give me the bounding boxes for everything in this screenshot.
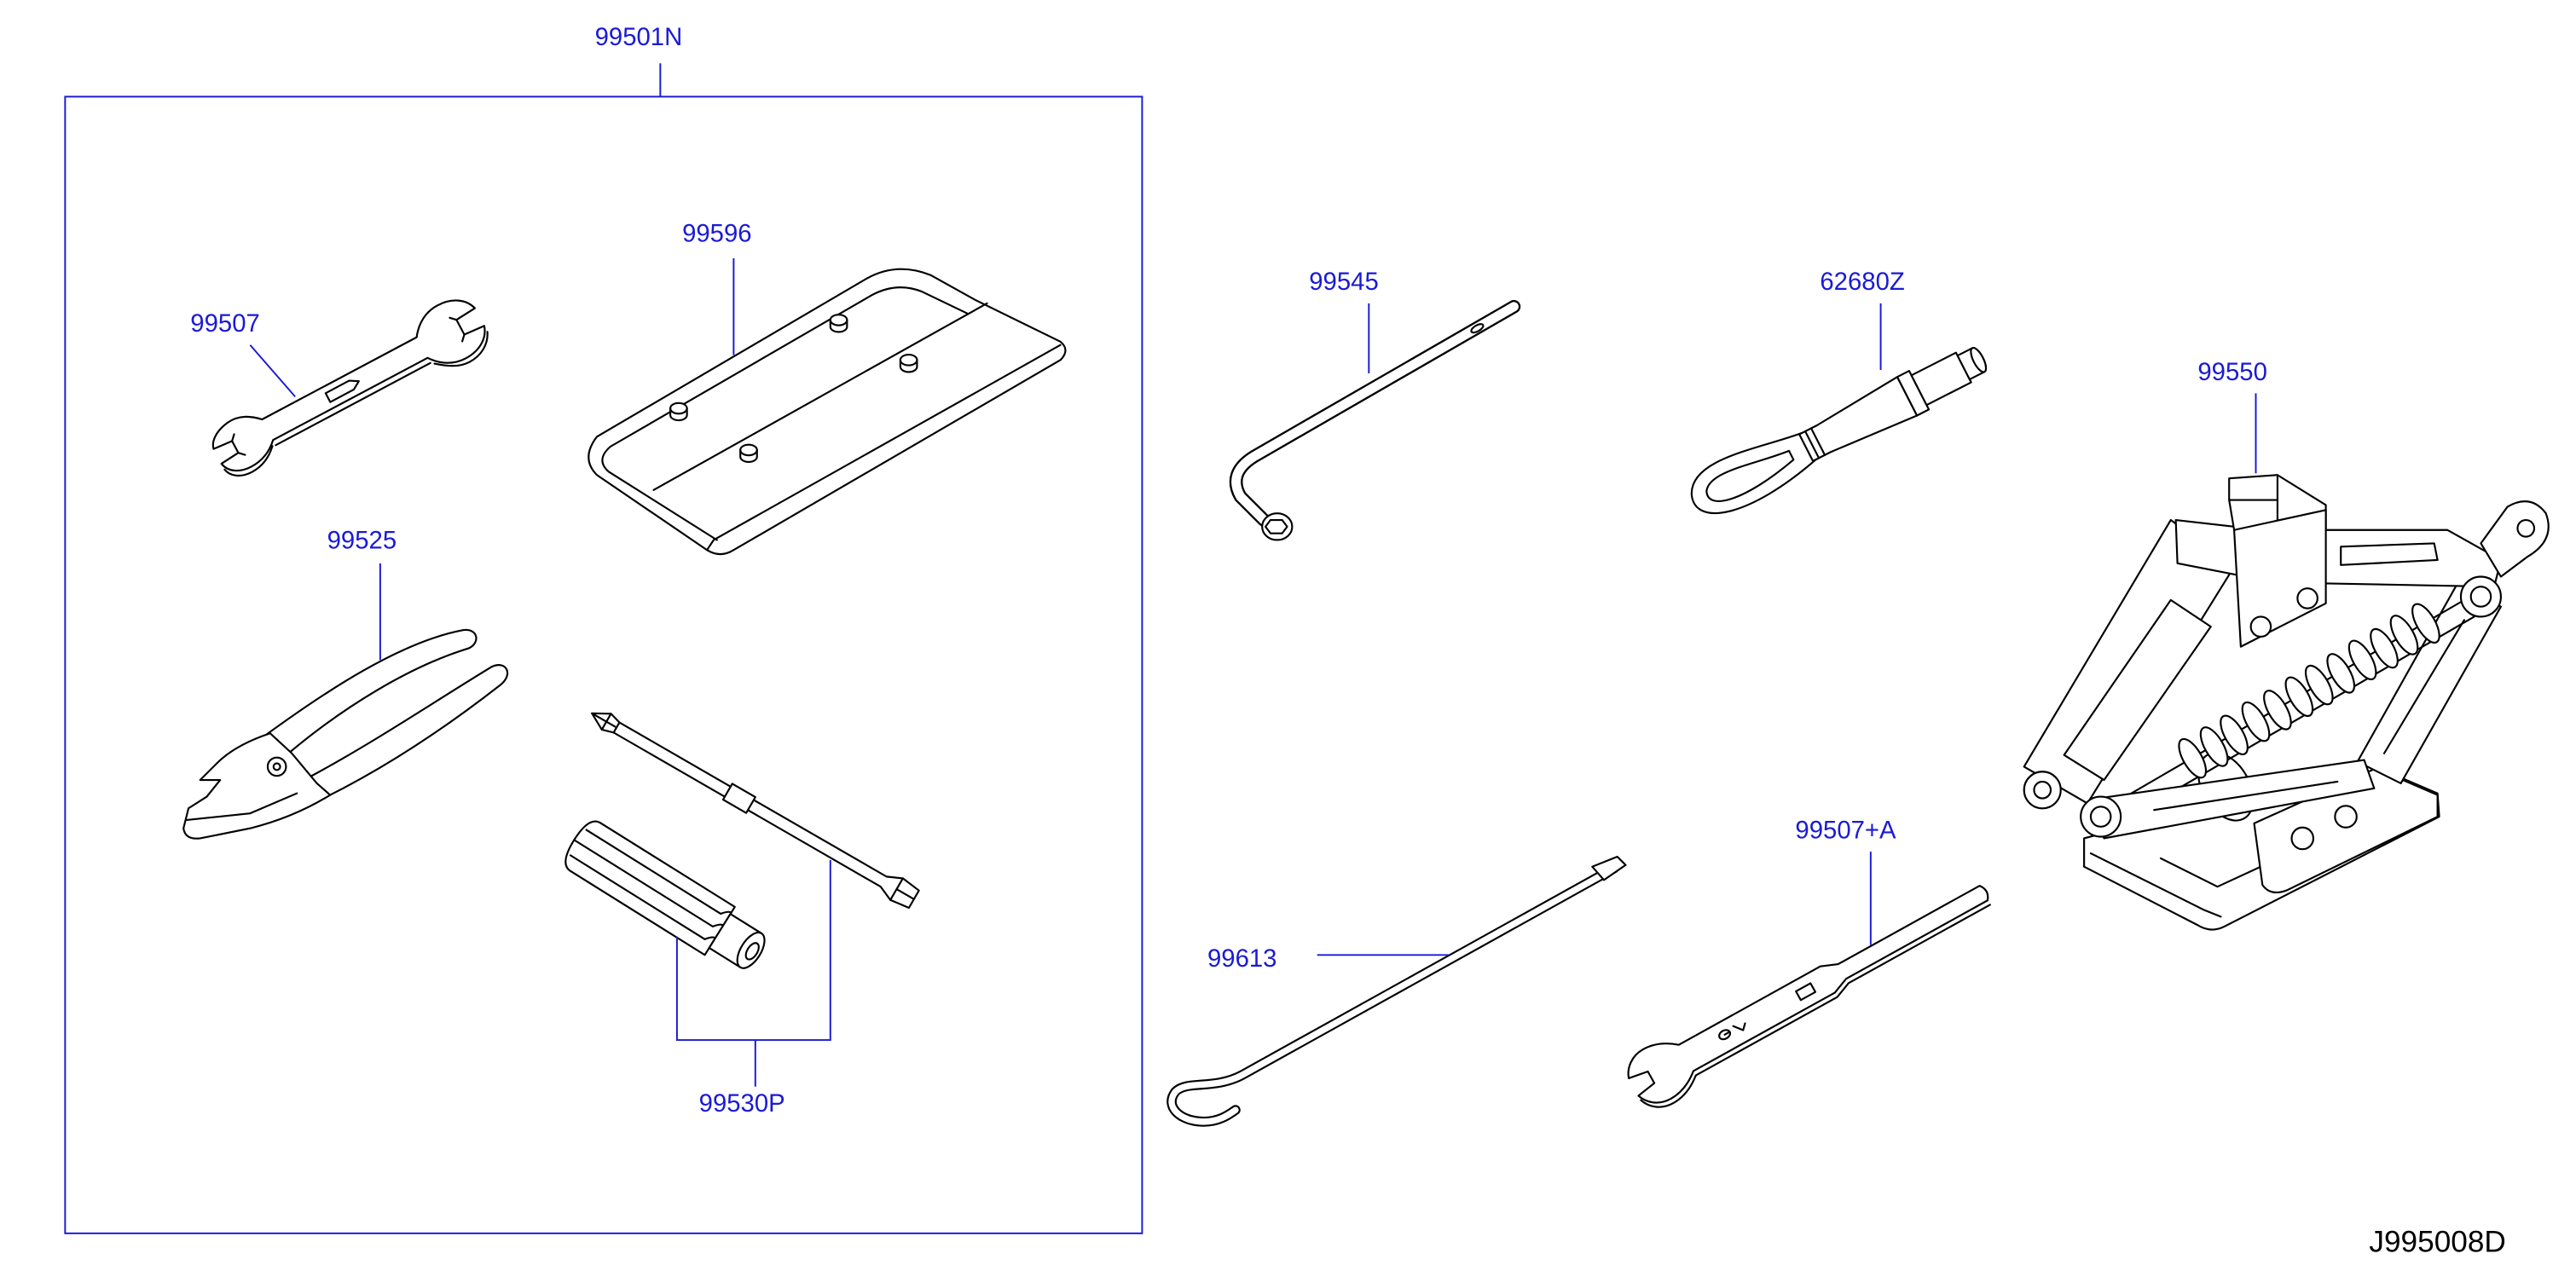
jack-handle-rod <box>1166 855 1627 1127</box>
wheel-nut-wrench <box>1229 299 1521 541</box>
callout-jack: 99550 <box>2197 358 2267 386</box>
combination-wrench-square-hole <box>1795 982 1817 1002</box>
combination-wrench-arrow-mark <box>1723 1022 1746 1036</box>
scissor-jack <box>2023 474 2550 931</box>
jack-foot-bracket <box>2253 767 2439 893</box>
callout-towing-hook: 62680Z <box>1820 268 1904 296</box>
jack-handle-rod-fill <box>1168 864 1618 1125</box>
wheel-wrench-socket-hex <box>1265 518 1288 534</box>
jack-left-arm-slot <box>2063 598 2212 782</box>
callout-screwdriver: 99530P <box>699 1089 785 1118</box>
leader-lines <box>249 63 2257 1087</box>
callout-wheel-wrench: 99545 <box>1309 268 1379 296</box>
towing-hook-ring-mark <box>1804 427 1826 459</box>
jack-screw-thread <box>2263 690 2292 731</box>
jack-screw-thread <box>2326 653 2356 694</box>
jack-screw-thread <box>2241 701 2271 742</box>
handle-socket-hole <box>744 942 760 961</box>
jack-saddle-hole <box>2296 587 2318 609</box>
wrench-thickness-edge <box>223 331 489 477</box>
leader-screwdriver <box>675 859 831 1087</box>
tool-bag-button-side <box>669 407 688 422</box>
tool-bag-fold <box>652 302 1062 552</box>
tool-bag-button-side <box>899 359 918 373</box>
towing-hook-collar <box>1896 370 1931 417</box>
pliers-lower-handle <box>309 664 509 798</box>
pliers-jaw <box>182 732 332 840</box>
jack-screw-thread <box>2284 676 2314 718</box>
tool-kit-boundary-box <box>64 95 1143 1234</box>
callout-labels: 99501N 99596 99507 99525 99530P 99545 62… <box>190 23 2267 1118</box>
jack-screw-thread <box>2370 627 2399 669</box>
tool-bag-outline <box>588 268 1067 556</box>
jack-bracket-hole <box>2290 826 2315 851</box>
shaft-body <box>612 721 920 910</box>
tool-bag-button-side <box>829 319 848 333</box>
pliers-upper-handle <box>262 628 478 754</box>
tool-bag-button-side <box>739 448 758 464</box>
towing-hook-thread <box>1910 351 1972 407</box>
tool-bag-button <box>899 353 918 367</box>
jack-screw-thread <box>2411 603 2440 644</box>
jack-lower-left-arm-slot <box>2153 780 2339 812</box>
callout-jack-handle: 99613 <box>1207 944 1277 973</box>
screwdriver-shaft <box>591 712 920 910</box>
jack-screw-thread <box>2199 726 2229 767</box>
pliers <box>182 628 509 840</box>
jack-bracket-hole <box>2334 805 2358 829</box>
jack-lower-right-arm-slot <box>2382 619 2465 754</box>
jack-screw-thread <box>2220 714 2249 755</box>
jack-left-pivot-bolt <box>2089 806 2112 828</box>
callout-tool-kit: 99501N <box>595 23 683 51</box>
jack-screw-thread <box>2178 737 2208 779</box>
jack-screw-thread <box>2389 615 2419 656</box>
towing-hook <box>1690 346 1988 515</box>
wrench-center-slot <box>324 379 360 403</box>
screwdriver-handle <box>564 820 766 969</box>
callout-wrench-alt: 99507+A <box>1795 816 1896 844</box>
jack-end-knob-hole <box>2033 780 2052 800</box>
flat-tip-bevel <box>889 877 915 901</box>
tool-bag <box>588 268 1067 556</box>
towing-hook-end-face <box>1970 346 1988 373</box>
wrench-jaw-detail <box>231 316 466 456</box>
wheel-wrench-hole <box>1470 323 1485 334</box>
jack-crank-eye-hole <box>2516 518 2536 538</box>
diagram-code: J995008D <box>2369 1225 2505 1258</box>
shaft-collar <box>721 783 756 814</box>
jack-upper-right-arm-slot <box>2340 542 2439 566</box>
jack-screw-thread <box>2347 639 2377 680</box>
jack-crank-eye-tab <box>2480 500 2550 578</box>
wheel-wrench-rod-fill <box>1231 302 1519 525</box>
jack-handle-flat-end <box>1591 855 1627 881</box>
pliers-jaw-edge <box>186 792 298 822</box>
combination-wrench-thickness-edge <box>1640 904 1991 1108</box>
tool-bag-button <box>739 443 758 457</box>
callout-tool-bag: 99596 <box>682 220 752 248</box>
jack-screw-thread <box>2304 664 2334 706</box>
jack-saddle-hole <box>2249 615 2272 638</box>
tool-bag-button <box>669 401 688 415</box>
jack-saddle-front <box>2233 509 2327 648</box>
tool-bag-button <box>829 314 848 326</box>
jack-right-pivot-bolt <box>2469 586 2492 608</box>
double-open-end-wrench <box>211 299 489 477</box>
combination-wrench <box>1627 885 1991 1108</box>
leader-spanner <box>249 344 296 397</box>
phillips-tip-groove <box>591 712 617 731</box>
pliers-pivot-bolt <box>272 762 281 771</box>
tool-bag-inner-rim <box>601 286 969 541</box>
callout-spanner: 99507 <box>190 309 260 338</box>
callout-pliers: 99525 <box>327 526 397 554</box>
